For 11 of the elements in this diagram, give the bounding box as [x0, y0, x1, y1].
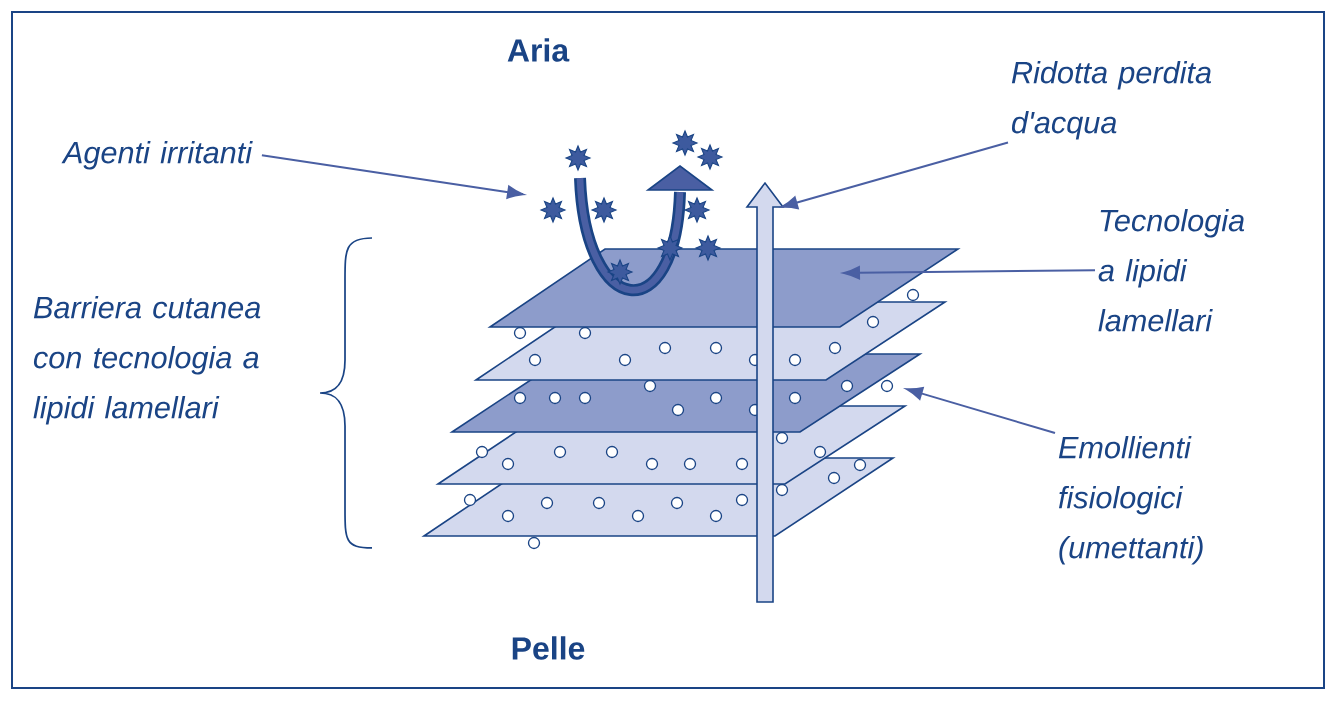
region-label: Aria [507, 38, 570, 62]
leader-line [781, 141, 1009, 210]
region-label: Pelle [512, 636, 585, 660]
leader-line [906, 387, 1056, 434]
leader-line [843, 266, 1096, 280]
callout-text: Ridotta perdita d'acqua [1011, 60, 1211, 140]
bracket-label: Barriera cutanea con tecnologia a lipidi lamellari [33, 295, 261, 425]
callout-text: Agenti irritanti [61, 140, 253, 170]
leader-line [260, 154, 524, 199]
callout-text: Tecnologia a lipidi lamellari [1098, 208, 1245, 332]
callout-text: Emollienti fisiologici (umettanti) [1058, 435, 1203, 565]
